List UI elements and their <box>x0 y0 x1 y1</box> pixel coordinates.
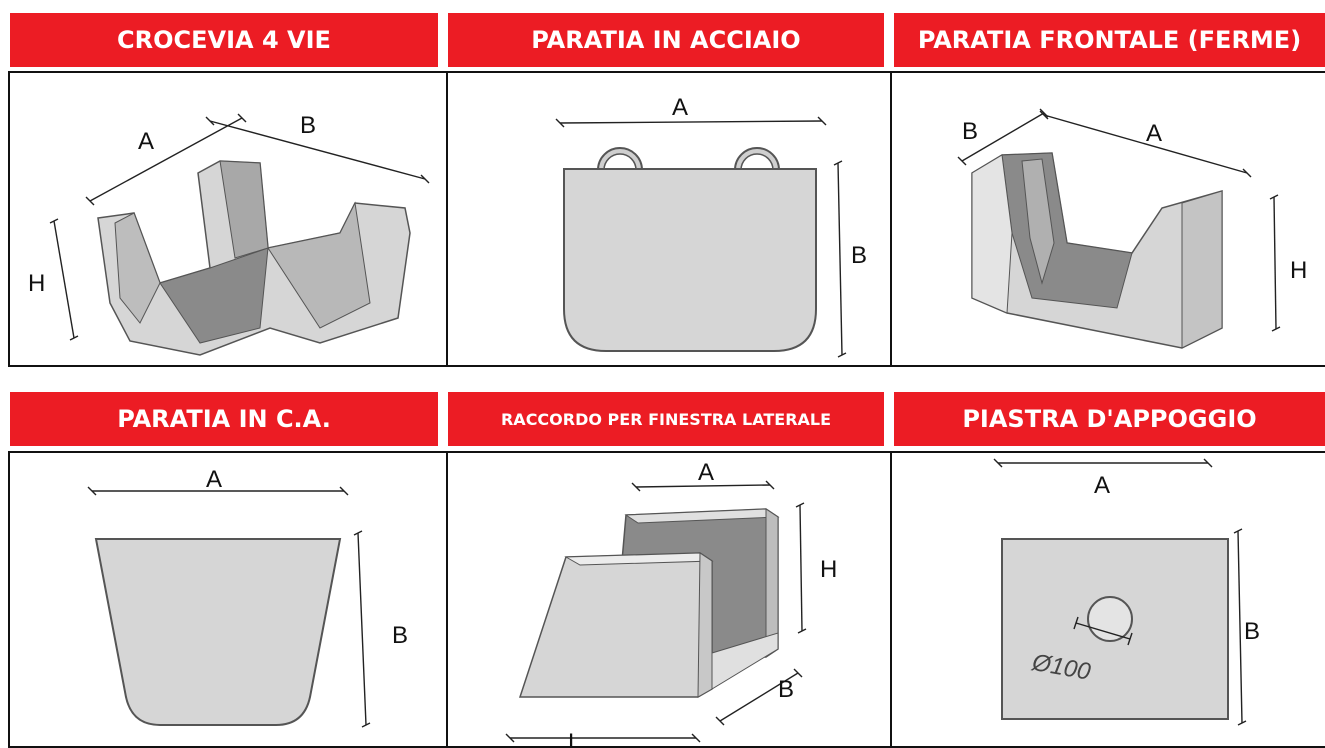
paratia-acciaio-drawing: A B <box>555 94 867 358</box>
paratia-ca-drawing: A B <box>87 466 408 728</box>
label-b: B <box>300 112 316 139</box>
label-a: A <box>1146 120 1162 147</box>
header-paratia-in-acciaio: PARATIA IN ACCIAIO <box>448 13 884 67</box>
header-paratia-frontale: PARATIA FRONTALE (FERME) <box>894 13 1325 67</box>
label-a: A <box>698 459 714 486</box>
label-b: B <box>778 676 794 703</box>
label-a: A <box>1094 472 1110 499</box>
label-l: L <box>568 729 581 748</box>
header-paratia-in-ca: PARATIA IN C.A. <box>10 392 438 446</box>
label-a: A <box>672 94 688 121</box>
drawing-piastra-appoggio: A B Ø100 <box>890 451 1325 748</box>
header-piastra-appoggio: PIASTRA D'APPOGGIO <box>894 392 1325 446</box>
label-h: H <box>1290 257 1307 284</box>
label-b: B <box>962 118 978 145</box>
drawing-crocevia-4-vie: A B H <box>8 71 448 367</box>
label-b: B <box>1244 618 1260 645</box>
label-h: H <box>820 556 837 583</box>
label-b: B <box>851 242 867 269</box>
drawing-paratia-in-ca: A B <box>8 451 448 748</box>
label-b: B <box>392 622 408 649</box>
crocevia-drawing: A B H <box>28 112 430 356</box>
drawing-paratia-in-acciaio: A B <box>446 71 892 367</box>
paratia-frontale-drawing: B A H <box>957 108 1307 349</box>
raccordo-drawing: A H B L <box>505 459 837 748</box>
drawing-raccordo-finestra: A H B L <box>446 451 892 748</box>
header-raccordo-finestra-laterale: RACCORDO PER FINESTRA LATERALE <box>448 392 884 446</box>
label-a: A <box>206 466 222 493</box>
drawing-paratia-frontale: B A H <box>890 71 1325 367</box>
piastra-drawing: A B Ø100 <box>993 458 1260 726</box>
label-h: H <box>28 270 45 297</box>
header-crocevia-4-vie: CROCEVIA 4 VIE <box>10 13 438 67</box>
label-a: A <box>138 128 154 155</box>
